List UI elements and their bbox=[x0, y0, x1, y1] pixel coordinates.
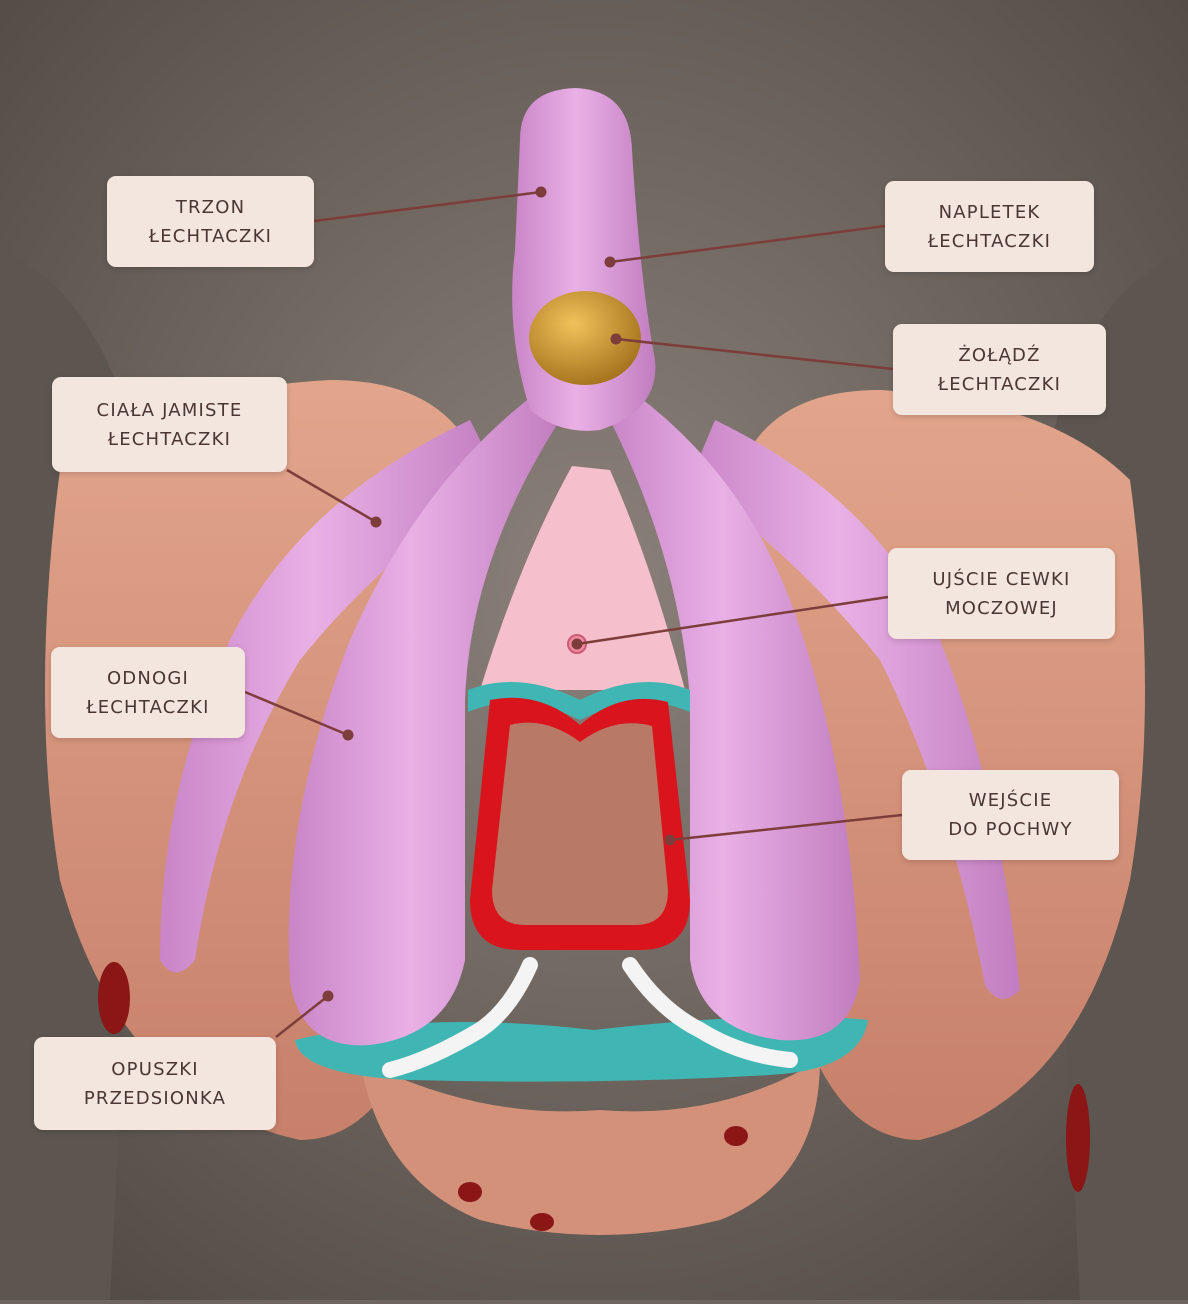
leader-line-napletek bbox=[609, 224, 886, 264]
vestibular-bulbs bbox=[295, 1016, 868, 1082]
leader-line-trzon bbox=[313, 190, 542, 223]
bulb-lobe-right bbox=[610, 390, 860, 1041]
leader-line-opuszki bbox=[275, 995, 329, 1038]
label-odnogi-line1: ODNOGI bbox=[106, 667, 190, 689]
leader-line-ciala bbox=[286, 468, 377, 524]
label-opuszki: OPUSZKI PRZEDSIONKA bbox=[34, 1037, 276, 1130]
leader-dot-wejscie bbox=[664, 834, 676, 846]
label-napletek: NAPLETEK ŁECHTACZKI bbox=[885, 181, 1094, 272]
leader-dot-odnogi bbox=[342, 729, 354, 741]
label-ujscie-line1: UJŚCIE CEWKI bbox=[932, 568, 1071, 590]
glans bbox=[529, 291, 641, 385]
bulb-lobe-left bbox=[288, 390, 560, 1046]
vaginal-opening bbox=[492, 722, 668, 925]
label-wejscie-line1: WEJŚCIE bbox=[968, 790, 1053, 811]
leader-lines bbox=[244, 186, 903, 1038]
urethral-area bbox=[480, 466, 685, 690]
label-trzon-line1: TRZON bbox=[175, 196, 246, 218]
label-opuszki-line2: PRZEDSIONKA bbox=[83, 1087, 227, 1109]
label-trzon-line2: ŁECHTACZKI bbox=[148, 225, 273, 247]
leader-dot-trzon bbox=[535, 186, 547, 198]
nail-bottom-left bbox=[458, 1182, 482, 1202]
label-wejscie-line2: DO POCHWY bbox=[948, 819, 1073, 840]
leader-dot-zoladz bbox=[610, 333, 622, 345]
label-trzon: TRZON ŁECHTACZKI bbox=[107, 176, 314, 267]
leader-dot-ciala bbox=[370, 516, 382, 528]
label-ciala-line2: ŁECHTACZKI bbox=[107, 428, 232, 450]
leader-line-ujscie bbox=[576, 595, 889, 646]
label-napletek-line2: ŁECHTACZKI bbox=[927, 230, 1052, 252]
leader-dot-ujscie bbox=[571, 638, 583, 650]
label-opuszki-line1: OPUSZKI bbox=[111, 1058, 199, 1080]
label-napletek-line1: NAPLETEK bbox=[938, 201, 1041, 223]
nail-bottom-right bbox=[724, 1126, 748, 1146]
label-ujscie-line2: MOCZOWEJ bbox=[945, 597, 1058, 619]
nerve-right bbox=[622, 957, 798, 1068]
label-zoladz: ŻOŁĄDŹ ŁECHTACZKI bbox=[893, 324, 1106, 415]
crus-right bbox=[690, 420, 1020, 999]
label-odnogi-line2: ŁECHTACZKI bbox=[86, 696, 210, 718]
nail-bottom-mid bbox=[530, 1213, 554, 1231]
label-wejscie: WEJŚCIE DO POCHWY bbox=[902, 770, 1119, 860]
nerve-left bbox=[382, 957, 538, 1078]
leader-line-odnogi bbox=[244, 690, 349, 737]
label-zoladz-line1: ŻOŁĄDŹ bbox=[958, 344, 1041, 366]
teal-rim bbox=[468, 682, 690, 720]
leader-dot-opuszki bbox=[322, 990, 334, 1002]
nail-right bbox=[1066, 1084, 1090, 1192]
label-ujscie: UJŚCIE CEWKI MOCZOWEJ bbox=[888, 548, 1115, 639]
leader-line-zoladz bbox=[615, 337, 894, 371]
label-zoladz-line2: ŁECHTACZKI bbox=[937, 373, 1062, 395]
label-ciala: CIAŁA JAMISTE ŁECHTACZKI bbox=[52, 377, 287, 472]
label-ciala-line1: CIAŁA JAMISTE bbox=[96, 399, 243, 421]
nail-left bbox=[98, 962, 130, 1034]
leader-line-wejscie bbox=[669, 813, 903, 842]
label-odnogi: ODNOGI ŁECHTACZKI bbox=[51, 647, 245, 738]
leader-dot-napletek bbox=[604, 256, 616, 268]
